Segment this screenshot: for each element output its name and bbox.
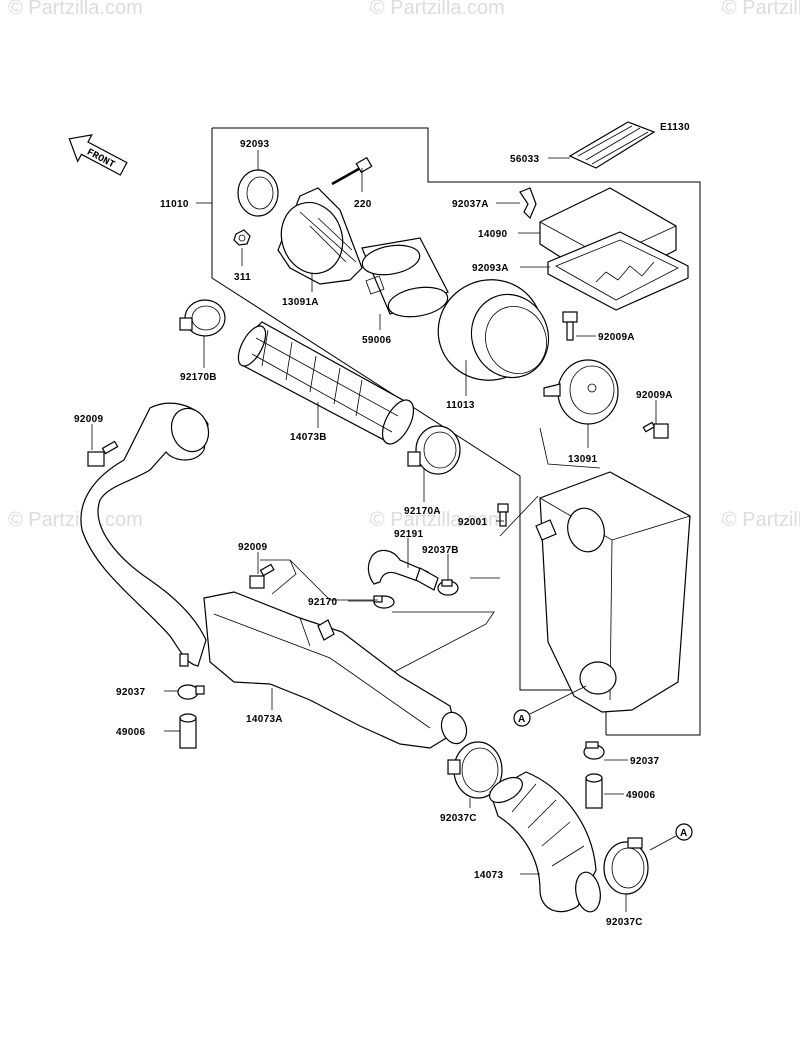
label-49006: 49006	[626, 790, 655, 801]
part-92093-seal-ring	[237, 169, 279, 217]
part-14073B-duct	[237, 321, 415, 445]
part-92037C-clamp	[603, 837, 649, 895]
callout-a: A	[513, 685, 587, 727]
part-92009A-bolt	[562, 311, 578, 341]
label-92191: 92191	[394, 529, 423, 540]
part-220-bolt	[331, 156, 373, 186]
part-92037A-clip	[519, 187, 537, 220]
part-air-cleaner-case	[535, 471, 691, 713]
label-92001: 92001	[458, 517, 487, 528]
part-92170A-clamp	[407, 425, 461, 475]
label-92037A: 92037A	[452, 199, 489, 210]
label-92170A: 92170A	[404, 506, 441, 517]
label-92170B: 92170B	[180, 372, 217, 383]
part-59006-filter	[361, 237, 449, 318]
part-56033-pad	[568, 121, 656, 169]
label-92009A: 92009A	[636, 390, 673, 401]
diagram-code: E1130	[660, 122, 690, 133]
label-220: 220	[354, 199, 372, 210]
label-92037: 92037	[116, 687, 145, 698]
part-92037C-clamp	[447, 741, 503, 799]
watermark: © Partzilla.com	[722, 509, 800, 531]
part-92009A-bolt	[642, 421, 669, 439]
watermark: © Partzilla.com	[722, 0, 800, 19]
label-11013: 11013	[446, 400, 475, 411]
label-13091: 13091	[568, 454, 597, 465]
callout-letter: A	[518, 714, 526, 725]
label-92037C: 92037C	[606, 917, 643, 928]
part-11013-outer-filter	[437, 279, 550, 381]
label-92093: 92093	[240, 139, 269, 150]
part-intake-pipe	[80, 402, 210, 667]
label-92009A: 92009A	[598, 332, 635, 343]
part-49006-cap	[179, 713, 197, 749]
part-92170-clamp	[373, 595, 395, 609]
label-14073: 14073	[474, 870, 503, 881]
watermark: © Partzilla.com	[370, 509, 505, 531]
front-arrow-icon: FRONT	[68, 134, 128, 176]
callout-a: A	[649, 823, 693, 851]
part-92191-hose	[367, 549, 439, 591]
watermark: © Partzilla.com	[8, 509, 143, 531]
label-14090: 14090	[478, 229, 507, 240]
label-311: 311	[234, 272, 251, 283]
part-92037B-clip	[437, 579, 459, 596]
label-49006: 49006	[116, 727, 145, 738]
label-92093A: 92093A	[472, 263, 509, 274]
watermark: © Partzilla.com	[8, 0, 143, 19]
part-311-nut	[233, 229, 251, 246]
callout-letter: A	[680, 828, 688, 839]
label-92037B: 92037B	[422, 545, 459, 556]
watermark: © Partzilla.com	[370, 0, 505, 19]
part-92170B-clamp	[179, 299, 226, 337]
part-13091-plate	[543, 359, 619, 425]
leader-lines	[91, 150, 657, 912]
part-labels: 92093 220 11010 311 13091A 59006 56033 9…	[74, 139, 673, 928]
label-92037C: 92037C	[440, 813, 477, 824]
part-92037-clamp	[177, 684, 205, 700]
label-92037: 92037	[630, 756, 659, 767]
label-56033: 56033	[510, 154, 539, 165]
label-92009: 92009	[238, 542, 267, 553]
label-59006: 59006	[362, 335, 391, 346]
part-14073-duct	[489, 771, 601, 913]
part-14073A-duct	[203, 591, 468, 749]
label-14073A: 14073A	[246, 714, 283, 725]
label-11010: 11010	[160, 199, 189, 210]
part-92001-bolt	[497, 503, 509, 527]
label-92009: 92009	[74, 414, 103, 425]
part-92037-clamp	[583, 741, 605, 760]
part-92009-bolt	[249, 563, 275, 589]
watermark-layer: © Partzilla.com © Partzilla.com © Partzi…	[8, 0, 800, 531]
label-13091A: 13091A	[282, 297, 319, 308]
label-92170: 92170	[308, 597, 337, 608]
part-13091A-holder	[277, 187, 363, 285]
label-14073B: 14073B	[290, 432, 327, 443]
part-92093A-gasket	[547, 231, 689, 311]
part-92009-bolt	[87, 440, 119, 467]
part-49006-cap	[585, 773, 603, 809]
